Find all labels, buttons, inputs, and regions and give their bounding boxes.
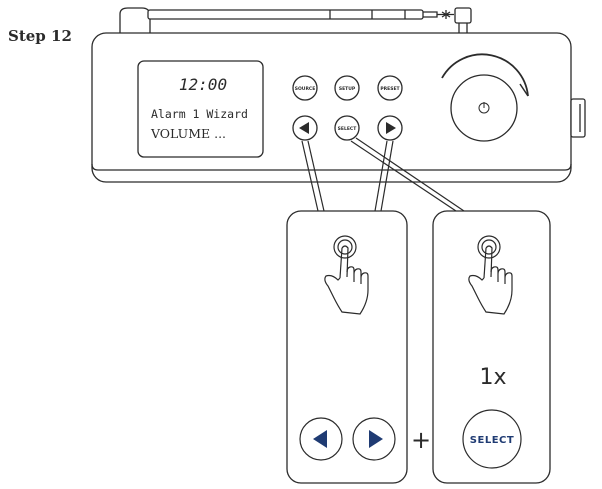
display-line2: VOLUME ... [150,126,226,141]
plus-sign: + [411,426,431,454]
hand-press-icon [324,235,369,315]
display-line1: Alarm 1 Wizard [151,107,248,121]
panel-left-arrow-icon [313,430,327,448]
right-arrow-button[interactable] [377,115,403,141]
display-time: 12:00 [179,75,227,94]
step-label: Step 12 [8,27,72,45]
panel-right-arrow-button[interactable] [352,417,396,461]
select-button[interactable]: SELECT [334,115,360,141]
source-button-label: SOURCE [295,86,316,92]
panel-select: 1x SELECT [432,210,551,484]
right-arrow-icon [386,122,396,134]
preset-button-label: PRESET [380,86,400,92]
antenna [119,7,472,33]
panel-select-label: SELECT [470,435,514,446]
setup-button[interactable]: SETUP [334,75,360,101]
left-arrow-icon [299,122,309,134]
preset-button[interactable]: PRESET [377,75,403,101]
panel-left-arrow-button[interactable] [299,417,343,461]
press-count: 1x [479,365,506,390]
lcd-display: 12:00 Alarm 1 Wizard VOLUME ... [137,60,264,158]
hand-press-icon [468,235,513,315]
panel-select-button[interactable]: SELECT [462,409,522,469]
panel-right-arrow-icon [369,430,383,448]
volume-arc [441,53,529,97]
callout-lines [301,137,465,212]
power-volume-knob[interactable] [441,53,529,142]
setup-button-label: SETUP [339,86,356,92]
select-button-label: SELECT [338,126,358,132]
source-button[interactable]: SOURCE [292,75,318,101]
panel-arrows [286,210,408,484]
left-arrow-button[interactable] [292,115,318,141]
